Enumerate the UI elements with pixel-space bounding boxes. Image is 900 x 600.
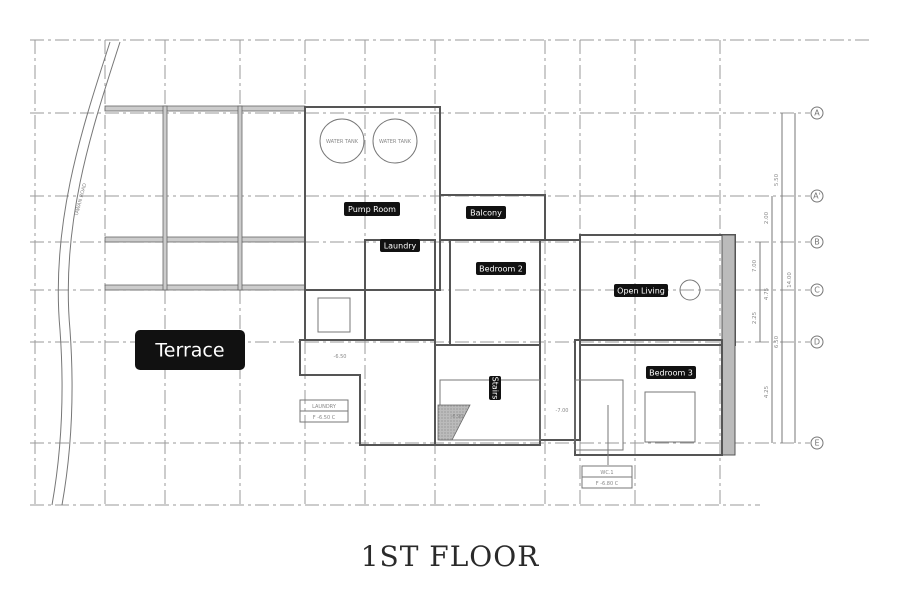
svg-text:6.50: 6.50 <box>774 335 780 348</box>
room-label-bedroom-2: Bedroom 2 <box>476 262 526 275</box>
lower-terrace-area <box>299 339 436 446</box>
axis-label-c: C <box>814 286 820 295</box>
level-label: -6.50 <box>334 354 347 360</box>
svg-text:7.00: 7.00 <box>752 259 758 272</box>
svg-text:4.25: 4.25 <box>764 385 770 398</box>
water-tank-1 <box>319 118 365 164</box>
svg-text:4.75: 4.75 <box>764 287 770 300</box>
laundry-tag: LAUNDRY F -6.50 C <box>299 399 349 423</box>
svg-text:2.00: 2.00 <box>764 211 770 224</box>
pump-room-area <box>304 106 441 291</box>
svg-text:14.00: 14.00 <box>787 272 793 288</box>
svg-text:Laundry: Laundry <box>384 242 417 251</box>
road-label: TAWAN ROAD <box>73 182 88 217</box>
level-label: -7.00 <box>556 408 569 414</box>
svg-text:Pump Room: Pump Room <box>348 205 396 214</box>
road-edge <box>61 41 121 506</box>
room-label-open-living: Open Living <box>614 284 668 297</box>
svg-text:Terrace: Terrace <box>154 340 224 362</box>
terrace-beams <box>104 105 306 291</box>
room-label-terrace: Terrace <box>135 330 245 370</box>
axis-label-b: B <box>814 238 820 247</box>
room-label-bedroom-3: Bedroom 3 <box>646 366 696 379</box>
room-label-laundry: Laundry <box>380 239 420 252</box>
svg-text:Open Living: Open Living <box>617 287 665 296</box>
level-label: -6.90 <box>451 414 464 420</box>
dimension-lines: 5.50 2.00 7.00 2.25 4.75 14.00 4.25 6.50 <box>752 113 796 443</box>
room-label-balcony: Balcony <box>466 206 506 219</box>
svg-text:LAUNDRY: LAUNDRY <box>312 404 337 410</box>
wc-tag: WC.1 F -6.80 C <box>581 405 633 489</box>
water-tank-label: WATER TANK <box>326 139 359 145</box>
grid-axis-bubbles: A A' B C D E <box>810 106 824 450</box>
svg-text:Balcony: Balcony <box>470 209 502 218</box>
svg-text:F -6.80 C: F -6.80 C <box>596 481 619 487</box>
room-label-stairs: Stairs <box>489 376 501 400</box>
axis-label-a: A <box>814 109 820 118</box>
svg-text:Bedroom 2: Bedroom 2 <box>479 265 523 274</box>
floor-title: 1ST FLOOR <box>360 540 540 573</box>
svg-text:5.50: 5.50 <box>774 173 780 186</box>
svg-text:WC.1: WC.1 <box>600 470 613 476</box>
axis-label-d: D <box>814 338 820 347</box>
svg-text:Stairs: Stairs <box>491 377 500 400</box>
water-tank-label: WATER TANK <box>379 139 412 145</box>
svg-text:2.25: 2.25 <box>752 311 758 324</box>
svg-text:Bedroom 3: Bedroom 3 <box>649 369 693 378</box>
room-label-pump-room: Pump Room <box>344 202 400 216</box>
bedroom-2-area <box>449 239 541 346</box>
stair-void <box>437 404 471 441</box>
water-tank-2 <box>372 118 418 164</box>
axis-label-e: E <box>814 439 819 448</box>
svg-text:F -6.50 C: F -6.50 C <box>313 415 336 421</box>
bedroom-3-area <box>574 339 723 456</box>
axis-label-a-prime: A' <box>813 192 821 201</box>
